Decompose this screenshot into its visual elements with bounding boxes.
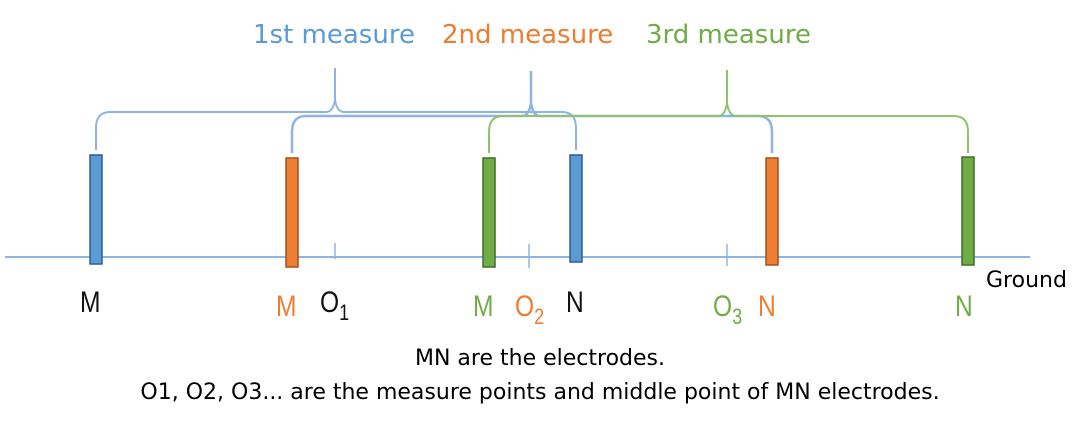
label-m-1st: M (80, 286, 101, 319)
electrode-n-2nd (765, 157, 779, 266)
legend-2nd-measure: 2nd measure (442, 20, 614, 50)
bracket-1st-measure (95, 68, 577, 150)
electrode-m-2nd (285, 157, 299, 268)
label-o3: O3 (713, 290, 743, 329)
electrode-m-3rd (482, 157, 496, 268)
label-n-1st: N (566, 286, 584, 319)
label-m-3rd: M (473, 290, 494, 323)
electrode-n-3rd (961, 156, 975, 266)
caption-line-1: MN are the electrodes. (415, 346, 665, 371)
label-o2: O2 (515, 290, 545, 329)
ground-label: Ground (986, 268, 1067, 293)
label-n-3rd: N (955, 290, 973, 323)
bracket-3rd-measure (488, 70, 969, 153)
legend-3rd-measure: 3rd measure (646, 20, 811, 50)
electrode-m-1st (89, 154, 103, 265)
label-o1: O1 (320, 286, 350, 325)
label-m-2nd: M (276, 290, 297, 323)
electrode-n-1st (569, 154, 583, 263)
label-n-2nd: N (758, 290, 776, 323)
legend-1st-measure: 1st measure (253, 20, 415, 50)
caption-line-2: O1, O2, O3... are the measure points and… (140, 380, 940, 405)
